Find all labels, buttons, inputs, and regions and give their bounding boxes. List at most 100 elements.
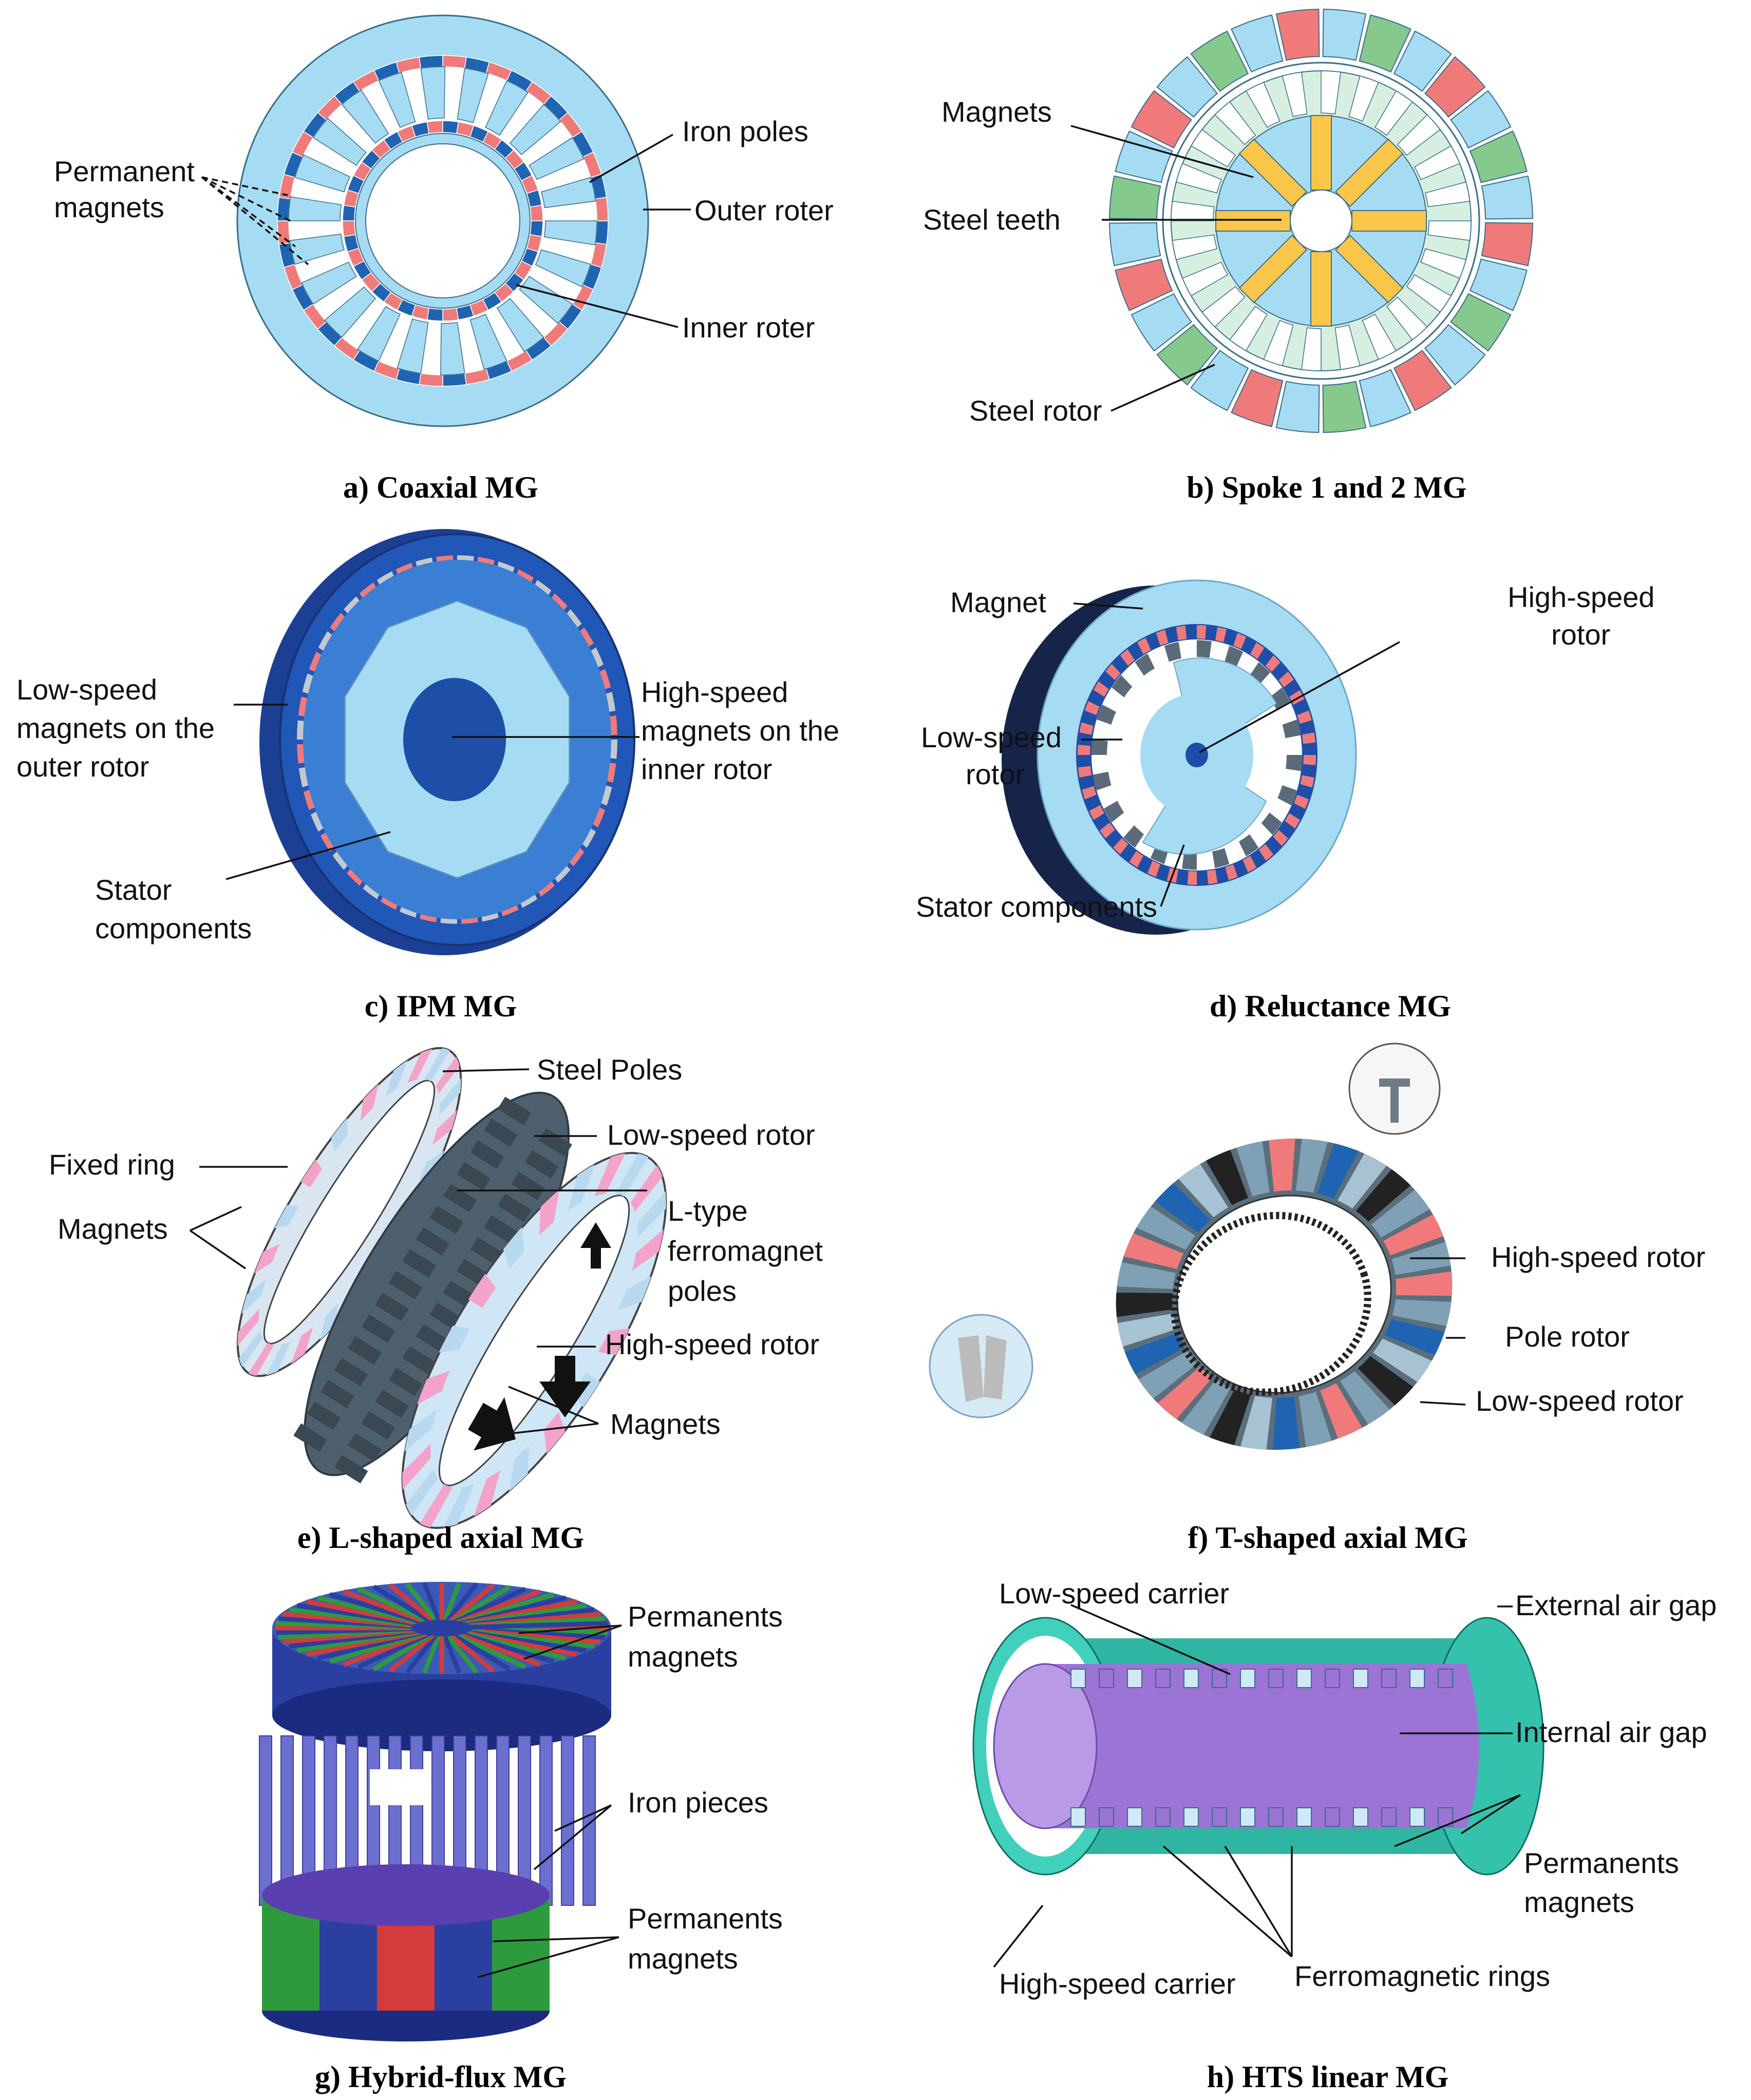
label-permanent-magnets-2: magnets <box>54 191 164 223</box>
steel-rotor-gap <box>1406 274 1452 313</box>
outer-segment <box>1190 30 1249 92</box>
l-type-pole <box>484 1215 518 1244</box>
ipm-mg-diagram <box>225 529 639 955</box>
l-type-pole <box>429 1205 463 1234</box>
top-magnet <box>1155 1669 1171 1688</box>
reluctance-magnet <box>1078 745 1090 755</box>
label-ltype-2: ferromagnet <box>668 1235 823 1267</box>
l-type-pole <box>375 1292 409 1321</box>
iron-pole <box>540 177 596 209</box>
stator-tooth <box>1212 848 1230 868</box>
t-rotor-segment <box>1384 1319 1445 1355</box>
reluctance-magnet <box>1120 649 1135 666</box>
iron-pole <box>457 68 489 123</box>
bottom-magnet <box>1212 1807 1227 1827</box>
bottom-magnet <box>1155 1807 1171 1827</box>
ring-segment <box>241 1279 267 1314</box>
outer-segment <box>1424 324 1486 386</box>
t-rotor-segment <box>1355 1169 1411 1222</box>
top-magnet <box>1325 1669 1340 1688</box>
l-type-pole <box>348 1433 382 1462</box>
label-fixed-ring: Fixed ring <box>49 1148 175 1181</box>
caption-d: d) Reluctance MG <box>1210 989 1451 1023</box>
reluctance-magnet <box>1215 627 1227 642</box>
l-type-pole <box>416 1227 450 1256</box>
stator-tooth <box>1135 653 1155 676</box>
steel-rotor-gap <box>1282 71 1308 118</box>
inner-magnet-segment <box>426 120 443 134</box>
reluctance-magnet <box>1297 710 1312 724</box>
ring-segment <box>254 1244 280 1274</box>
ring-segment <box>439 1078 461 1115</box>
outer-segment <box>1231 369 1284 427</box>
outer-segment <box>1359 14 1411 73</box>
outer-magnet-segment <box>442 55 467 69</box>
caption-e: e) L-shaped axial MG <box>297 1521 585 1555</box>
reluctance-magnet <box>1100 822 1115 839</box>
t-rotor-segment <box>1240 1395 1273 1450</box>
iron-pole <box>535 249 591 288</box>
outer-segment <box>1156 324 1218 386</box>
stator-tooth <box>1091 739 1108 755</box>
stator-tooth <box>1103 801 1124 823</box>
label-g-pm-bot-1: Permanents <box>628 1902 783 1935</box>
outer-magnet-segment <box>419 373 443 387</box>
reluctance-magnet <box>1079 722 1094 735</box>
l-type-pole <box>511 1171 545 1201</box>
label-iron-pieces: Iron pieces <box>628 1786 768 1819</box>
steel-rotor-gap <box>1348 75 1379 122</box>
spoke-mg-diagram <box>1070 9 1533 433</box>
steel-rotor-gap <box>1321 70 1341 115</box>
ring-segment <box>432 1110 457 1145</box>
steel-rotor-gap <box>1420 248 1466 279</box>
panel-t-shaped-mg: High-speed rotor Pole rotor Low-speed ro… <box>876 1037 1751 1566</box>
panel-reluctance-mg: Magnet High-speed rotor Low-speed rotor … <box>876 514 1751 1037</box>
top-magnet <box>1381 1669 1397 1688</box>
ring-segment <box>468 1274 496 1309</box>
t-rotor-segment <box>1125 1333 1185 1374</box>
low-speed-magnet <box>318 631 335 653</box>
reluctance-magnet <box>1278 671 1294 688</box>
stator-tooth <box>1282 719 1301 739</box>
bottom-magnet <box>1296 1807 1312 1827</box>
iron-pole <box>485 80 529 136</box>
l-type-pole <box>470 1237 504 1266</box>
ring-segment <box>539 1189 559 1236</box>
label-internal-air-gap: Internal air gap <box>1515 1716 1707 1748</box>
inner-magnet-segment <box>530 204 543 221</box>
stator-tooth <box>1225 646 1244 667</box>
ring-segment <box>424 1048 450 1082</box>
ring-segment <box>598 1328 630 1355</box>
steel-rotor-gap <box>1301 327 1322 371</box>
outer-segment <box>1115 130 1173 183</box>
outer-magnet-segment <box>277 197 291 221</box>
bottom-magnet <box>1183 1807 1199 1827</box>
iron-piece <box>259 1735 272 1906</box>
label-external-air-gap: External air gap <box>1515 1589 1717 1621</box>
t-rotor-segment <box>1371 1189 1430 1238</box>
steel-rotor-gap <box>1245 82 1281 128</box>
reluctance-magnet <box>1137 637 1151 654</box>
label-magnet: Magnet <box>950 586 1046 618</box>
t-rotor-segment <box>1206 1149 1249 1205</box>
outer-magnet-segment <box>595 220 609 245</box>
ring-segment <box>594 1153 626 1197</box>
caption-f: f) T-shaped axial MG <box>1188 1521 1468 1555</box>
stator-tooth <box>1093 771 1112 791</box>
iron-pole <box>529 137 585 180</box>
iron-pole <box>301 261 357 305</box>
label-ls-magnets-1: Low-speed <box>16 673 157 706</box>
steel-rotor-gap <box>1362 313 1397 360</box>
reluctance-magnet <box>1225 864 1238 880</box>
t-rotor-segment <box>1298 1392 1332 1447</box>
bottom-magnet <box>1099 1807 1114 1827</box>
iron-pole <box>496 298 544 352</box>
panel-ipm-mg: Low-speed magnets on the outer rotor Hig… <box>0 514 876 1037</box>
label-f-pole-rotor: Pole rotor <box>1505 1320 1630 1353</box>
steel-rotor-gap <box>1182 261 1229 297</box>
iron-pole <box>440 322 465 375</box>
l-type-pole <box>402 1346 436 1375</box>
label-ls-rotor-1: Low-speed <box>921 721 1062 753</box>
outer-segment <box>1393 350 1452 411</box>
l-type-pole <box>293 1423 327 1452</box>
